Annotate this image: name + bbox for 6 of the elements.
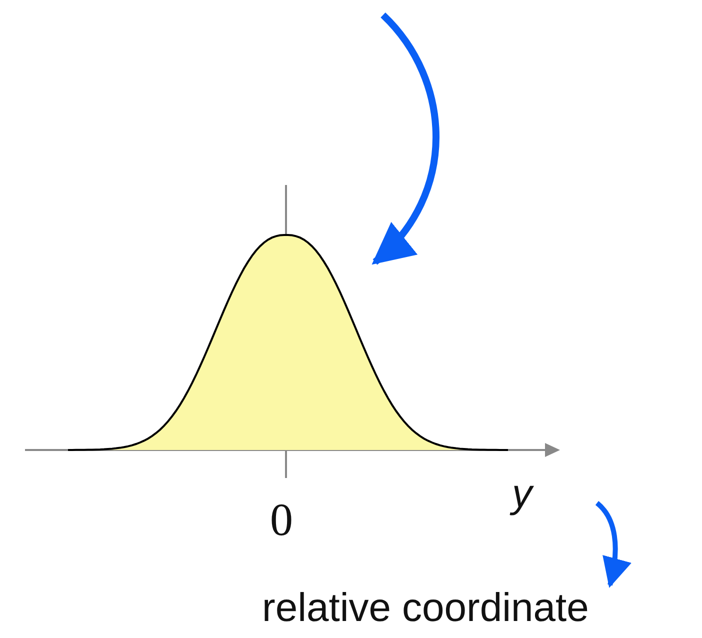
curved-arrow bbox=[372, 12, 440, 265]
curved-arrow bbox=[595, 501, 631, 588]
axis-variable: y bbox=[512, 474, 532, 514]
bell-curve bbox=[68, 233, 508, 451]
axis-title: relative coordinate bbox=[262, 588, 589, 628]
origin-label: 0 bbox=[270, 497, 293, 543]
